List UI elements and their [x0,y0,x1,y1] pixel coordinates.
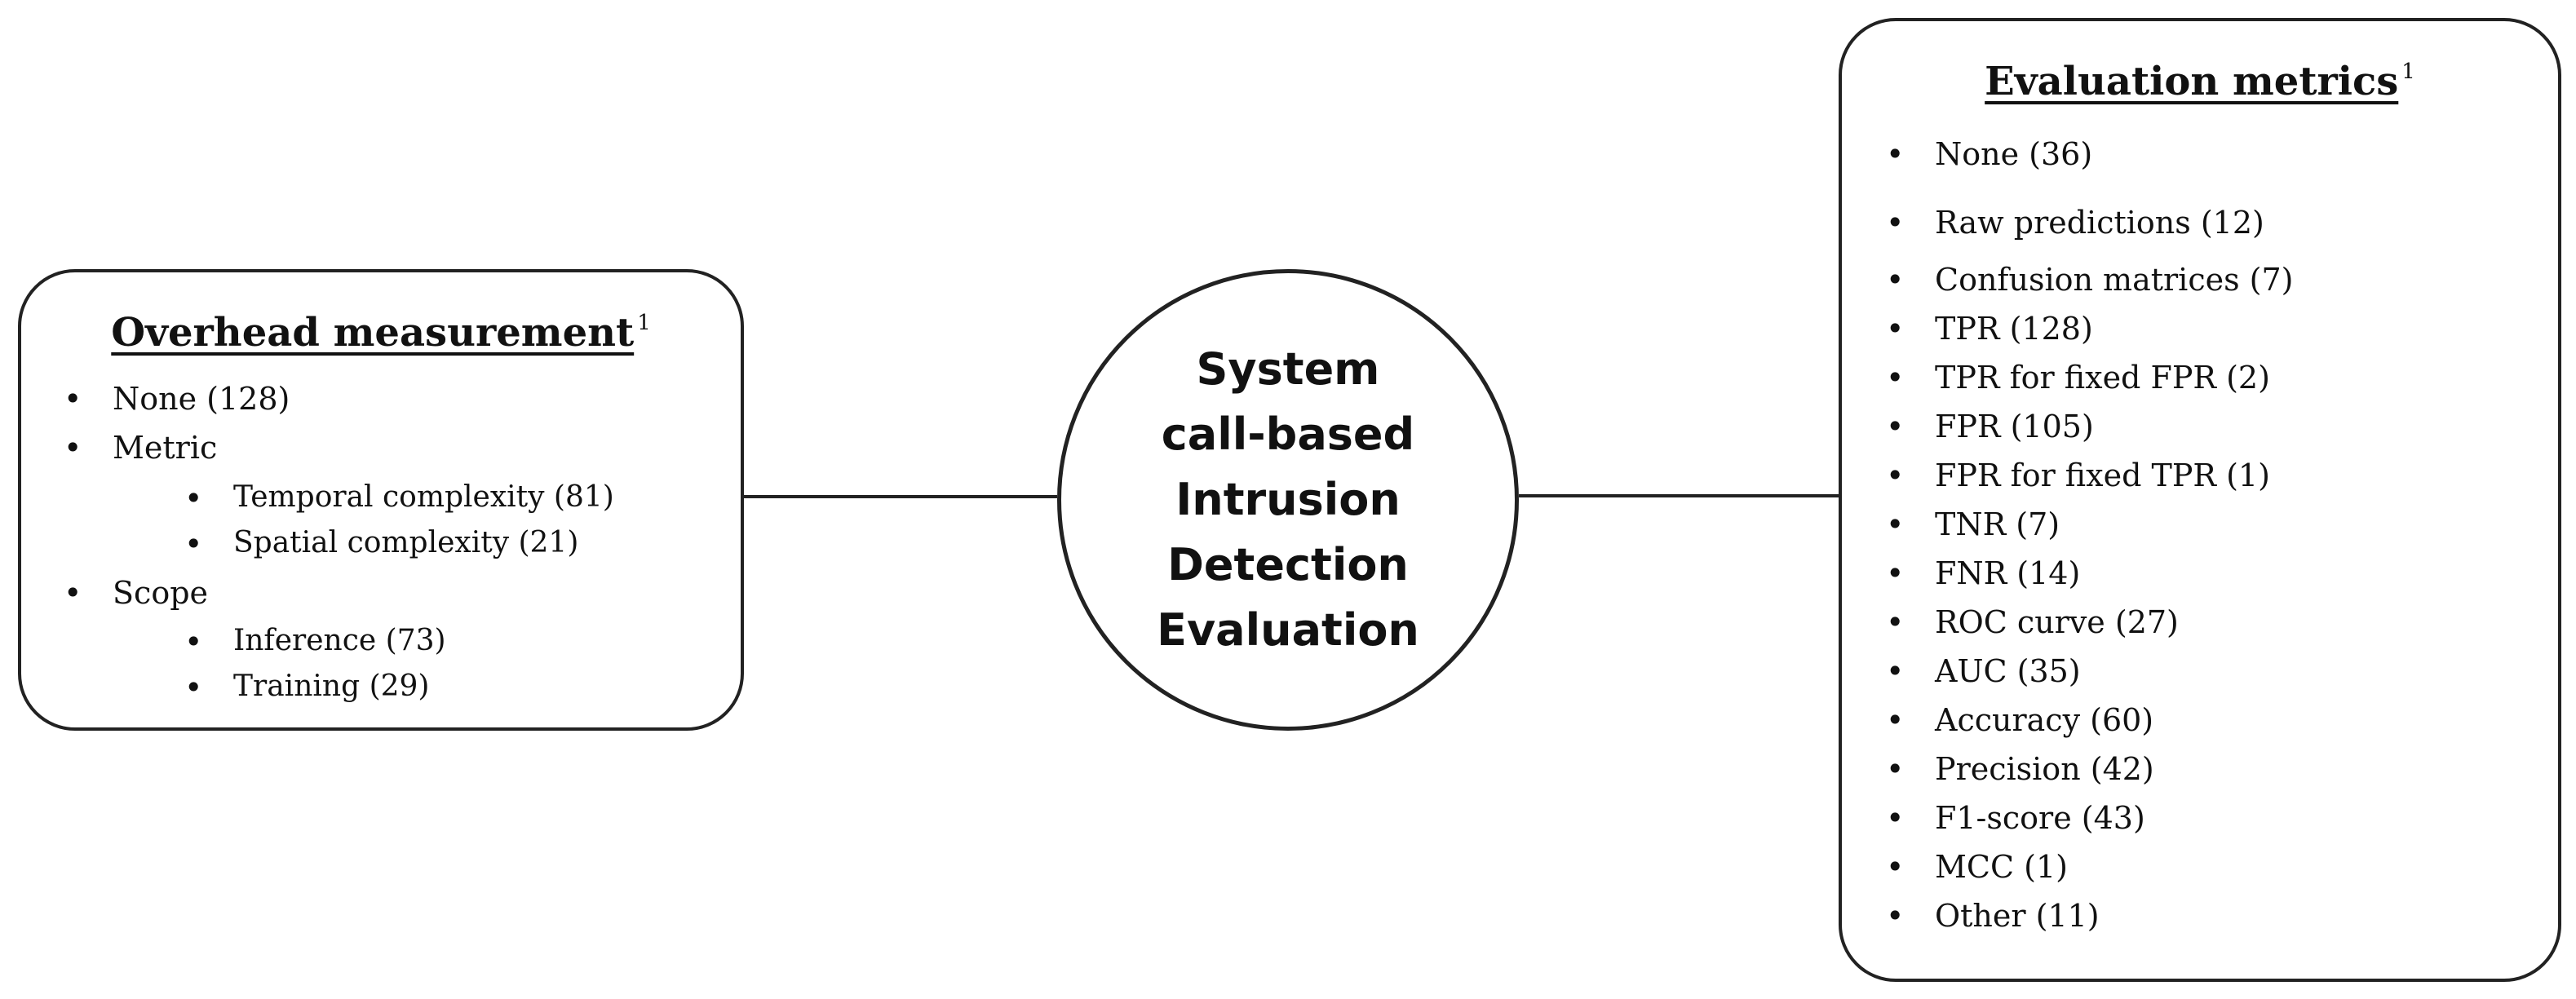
connector-left [739,495,1057,498]
center-topic-circle: System call-based Intrusion Detection Ev… [1057,269,1519,731]
connector-right [1519,494,1839,497]
center-topic-text: System call-based Intrusion Detection Ev… [1157,343,1419,656]
